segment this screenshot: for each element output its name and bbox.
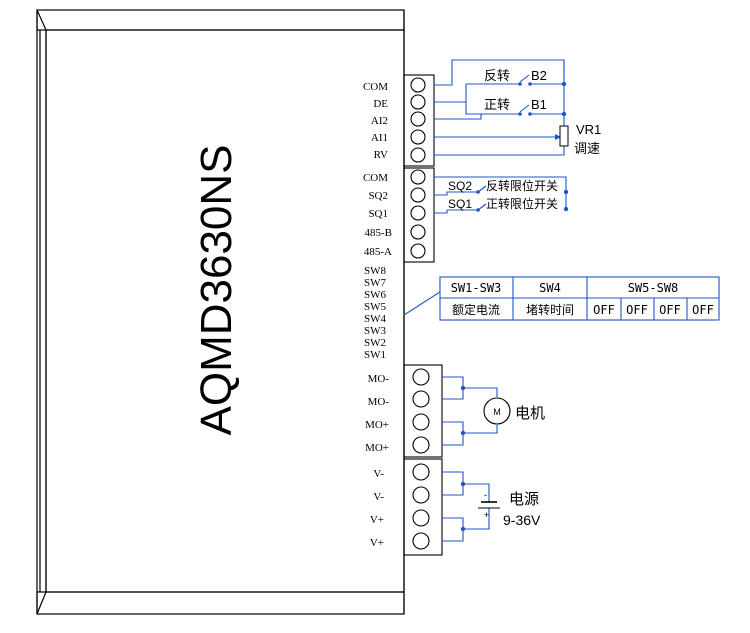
terminal-label-v-plus-1: V+	[370, 514, 384, 526]
terminal-label-ai2: AI2	[371, 115, 388, 127]
power-label: 电源	[509, 491, 539, 508]
sq1-label: SQ1	[448, 197, 472, 211]
terminal-label-mo-minus-2: MO-	[368, 396, 390, 408]
switch-settings-table	[439, 276, 720, 321]
terminal-485a	[410, 243, 426, 259]
terminal-mo-plus-2	[412, 436, 430, 454]
terminal-label-485b: 485-B	[365, 227, 393, 239]
motor-terminal-block	[403, 364, 443, 458]
table-cell-sw7: OFF	[659, 303, 681, 317]
terminal-sq1	[410, 205, 426, 221]
table-header-sw5-sw8: SW5-SW8	[628, 281, 679, 295]
control-wiring	[434, 59, 569, 156]
table-header-sw1-sw3: SW1-SW3	[451, 281, 502, 295]
switch-label-sw4: SW4	[364, 313, 387, 325]
motor: M	[483, 397, 511, 425]
reverse-label: 反转	[484, 68, 510, 83]
sq2-label: SQ2	[448, 179, 472, 193]
battery-plus-sign: +	[484, 510, 489, 520]
table-cell-sw6: OFF	[626, 303, 648, 317]
terminal-label-sq2: SQ2	[368, 190, 388, 202]
terminal-label-com-2: COM	[363, 172, 388, 184]
speed-control-label: 调速	[574, 141, 600, 156]
model-name: AQMD3630NS	[192, 144, 241, 435]
switch-label-sw7: SW7	[364, 277, 387, 289]
table-cell-sw8: OFF	[692, 303, 714, 317]
table-header-sw4: SW4	[539, 281, 561, 295]
switch-label-sw8: SW8	[364, 265, 387, 277]
power-terminal-block	[403, 458, 443, 556]
motor-icon	[483, 397, 511, 425]
vr1-label: VR1	[576, 122, 601, 137]
terminal-ai1	[410, 129, 426, 145]
terminal-label-v-minus-1: V-	[373, 468, 384, 480]
terminal-label-rv: RV	[374, 149, 388, 161]
terminal-com-2	[410, 169, 426, 185]
terminal-mo-plus-1	[412, 413, 430, 431]
terminal-v-minus-2	[412, 486, 430, 504]
motor-label: 电机	[515, 405, 545, 422]
terminal-ai2	[410, 111, 426, 127]
terminal-de	[410, 94, 426, 110]
terminal-com	[410, 77, 426, 93]
limit-wiring	[434, 176, 569, 214]
terminal-sq2	[410, 187, 426, 203]
terminal-label-mo-plus-2: MO+	[365, 442, 389, 454]
limit-terminal-block	[403, 167, 435, 263]
terminal-label-485a: 485-A	[364, 246, 392, 258]
terminal-label-v-minus-2: V-	[373, 491, 384, 503]
b1-switch-label: B1	[531, 97, 547, 112]
table-cell-stall-time: 堵转时间	[526, 302, 574, 317]
b2-switch-label: B2	[531, 68, 547, 83]
terminal-v-plus-1	[412, 509, 430, 527]
driver-housing	[36, 9, 405, 615]
terminal-mo-minus-1	[412, 368, 430, 386]
switch-label-sw2: SW2	[364, 337, 386, 349]
table-cell-rated-current: 额定电流	[452, 302, 500, 317]
power-voltage: 9-36V	[503, 512, 541, 528]
terminal-485b	[410, 224, 426, 240]
terminal-v-minus-1	[412, 463, 430, 481]
motor-wiring	[442, 376, 498, 446]
terminal-label-mo-plus-1: MO+	[365, 419, 389, 431]
terminal-label-ai1: AI1	[371, 132, 388, 144]
sq1-description: 正转限位开关	[486, 196, 558, 211]
terminal-label-de: DE	[373, 98, 388, 110]
terminal-label-mo-minus-1: MO-	[368, 373, 390, 385]
terminal-mo-minus-2	[412, 390, 430, 408]
switch-label-sw3: SW3	[364, 325, 387, 337]
switch-label-sw6: SW6	[364, 289, 387, 301]
control-terminal-block	[403, 74, 435, 167]
forward-label: 正转	[484, 97, 510, 112]
sq2-description: 反转限位开关	[486, 178, 558, 193]
switch-label-sw1: SW1	[364, 349, 386, 361]
battery-icon	[478, 501, 500, 509]
terminal-label-sq1: SQ1	[368, 208, 388, 220]
switch-callout-line	[403, 277, 441, 316]
switch-label-sw5: SW5	[364, 301, 387, 313]
table-cell-sw5: OFF	[593, 303, 615, 317]
terminal-rv	[410, 147, 426, 163]
battery-minus-sign: -	[484, 490, 487, 500]
terminal-label-com: COM	[363, 81, 388, 93]
power-wiring	[442, 471, 490, 542]
motor-symbol: M	[493, 407, 501, 417]
terminal-v-plus-2	[412, 532, 430, 550]
terminal-label-v-plus-2: V+	[370, 537, 384, 549]
